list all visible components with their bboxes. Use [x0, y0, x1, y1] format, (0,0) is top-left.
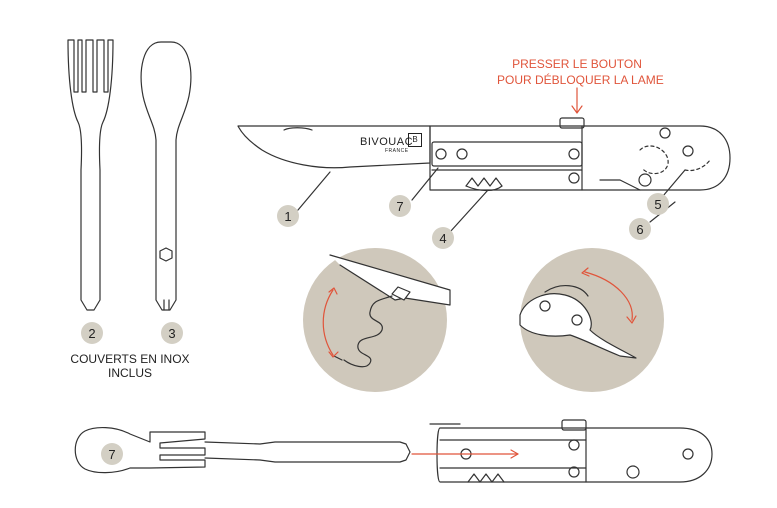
- badge-4: [432, 227, 454, 249]
- unlock-callout: PRESSER LE BOUTON POUR DÉBLOQUER LA LAME: [497, 56, 664, 88]
- rivet: [659, 127, 671, 139]
- badge-3: [161, 322, 183, 344]
- fork-illustration: [67, 39, 114, 311]
- rivet: [456, 148, 468, 160]
- rivet: [638, 173, 652, 187]
- badge-1: [277, 205, 299, 227]
- badge-1-text: 1: [284, 209, 291, 224]
- badge-7-top-text: 7: [396, 199, 403, 214]
- badge-2-text: 2: [88, 326, 95, 341]
- brand-sub: FRANCE: [385, 148, 409, 154]
- badge-3-text: 3: [168, 326, 175, 341]
- cutlery-caption: COUVERTS EN INOX INCLUS: [60, 352, 200, 380]
- badge-7-bottom-text: 7: [108, 447, 115, 462]
- badge-4-text: 4: [439, 231, 446, 246]
- knife-blade: [237, 125, 431, 169]
- spoon-illustration: [140, 41, 192, 311]
- corkscrew-detail: [303, 248, 451, 392]
- brand-name: BIVOUAC: [360, 136, 414, 148]
- cutlery-caption-line2: INCLUS: [107, 366, 152, 380]
- badge-2: [81, 322, 103, 344]
- rivet: [682, 145, 694, 157]
- unlock-arrow: [571, 87, 583, 114]
- badge-5: [647, 193, 669, 215]
- badge-6: [629, 218, 651, 240]
- insert-arrow: [411, 449, 519, 459]
- rivet: [435, 148, 447, 160]
- cutlery-caption-line1: COUVERTS EN INOX: [70, 352, 190, 366]
- knife-handle: [429, 117, 731, 192]
- spoon-fork-tool: [74, 427, 411, 474]
- rivet: [568, 172, 580, 184]
- badge-7-bottom: [101, 443, 123, 465]
- hex-wrench-icon: [159, 247, 173, 262]
- brand-logo-icon: B: [408, 133, 422, 147]
- rivet: [568, 148, 580, 160]
- badge-6-text: 6: [636, 222, 643, 237]
- can-opener-detail: [519, 248, 664, 392]
- bottom-handle: [429, 419, 713, 483]
- badge-7-top: [389, 195, 411, 217]
- unlock-callout-line2: POUR DÉBLOQUER LA LAME: [497, 73, 664, 87]
- unlock-callout-line1: PRESSER LE BOUTON: [512, 57, 642, 71]
- badge-5-text: 5: [654, 197, 661, 212]
- number-badges: 1 2 3 4 5 6 7 7: [81, 193, 669, 465]
